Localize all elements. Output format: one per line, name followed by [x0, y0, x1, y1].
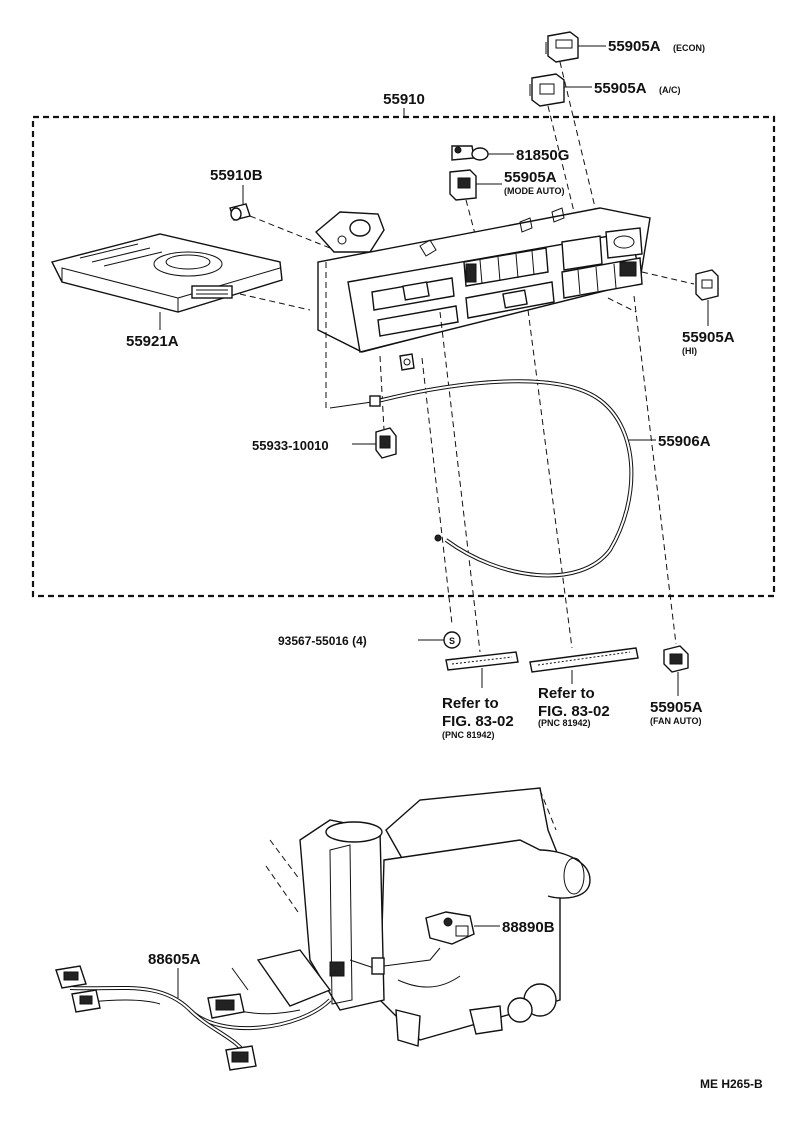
assembly-label: 55910	[383, 91, 425, 108]
hi-note: (HI)	[682, 346, 697, 356]
control-unit	[314, 207, 651, 371]
mode-auto-switch	[449, 169, 477, 201]
drawing-code: ME H265-B	[700, 1077, 763, 1091]
fan-part-label: 55905A	[650, 699, 703, 716]
harness-leader-2	[231, 967, 249, 991]
sensor	[425, 911, 475, 945]
fan-guide	[633, 295, 677, 645]
screw-label: 93567-55016 (4)	[278, 634, 367, 648]
ref1-line1: Refer to	[442, 695, 499, 712]
knob-label: 55910B	[210, 167, 263, 184]
econ-guide	[559, 61, 601, 229]
mode-part-label: 55905A	[504, 169, 557, 186]
wire-harness	[55, 965, 332, 1071]
cable-clip	[375, 427, 397, 459]
econ-switch	[545, 31, 579, 63]
ac-guide	[547, 105, 579, 229]
ref1-guide	[439, 311, 481, 653]
ref1-strip	[445, 651, 519, 671]
panel-label: 55921A	[126, 333, 179, 350]
control-cable	[329, 379, 634, 578]
ref2-line2: FIG. 83-02	[538, 703, 610, 720]
ref2-line1: Refer to	[538, 685, 595, 702]
face-panel	[50, 233, 283, 313]
mode-note: (MODE AUTO)	[504, 186, 565, 196]
cable-label: 55906A	[658, 433, 711, 450]
fan-auto-switch	[663, 645, 689, 673]
heater-unit	[256, 787, 591, 1047]
ac-note: (A/C)	[659, 85, 681, 95]
clip-label: 55933-10010	[252, 438, 329, 453]
ac-switch	[529, 73, 565, 107]
knob-guide	[249, 215, 331, 249]
sensor-label: 88890B	[502, 919, 555, 936]
screw-guide	[421, 357, 453, 625]
ref2-note: (PNC 81942)	[538, 718, 591, 728]
screw-symbol-label: S	[449, 636, 455, 646]
panel-guide	[239, 293, 311, 311]
hi-guide	[641, 271, 695, 285]
right-guide	[607, 297, 637, 313]
econ-part-label: 55905A	[608, 38, 661, 55]
fan-note: (FAN AUTO)	[650, 716, 702, 726]
ref2-guide	[527, 309, 573, 649]
bulb-label: 81850G	[516, 147, 569, 164]
bulb-socket	[451, 145, 489, 161]
ref1-line2: FIG. 83-02	[442, 713, 514, 730]
econ-note: (ECON)	[673, 43, 705, 53]
ref1-note: (PNC 81942)	[442, 730, 495, 740]
knob	[229, 203, 251, 221]
ac-part-label: 55905A	[594, 80, 647, 97]
hi-part-label: 55905A	[682, 329, 735, 346]
clip-guide	[379, 355, 385, 431]
harness-label: 88605A	[148, 951, 201, 968]
hi-switch	[695, 269, 719, 301]
ref2-strip	[529, 647, 639, 673]
